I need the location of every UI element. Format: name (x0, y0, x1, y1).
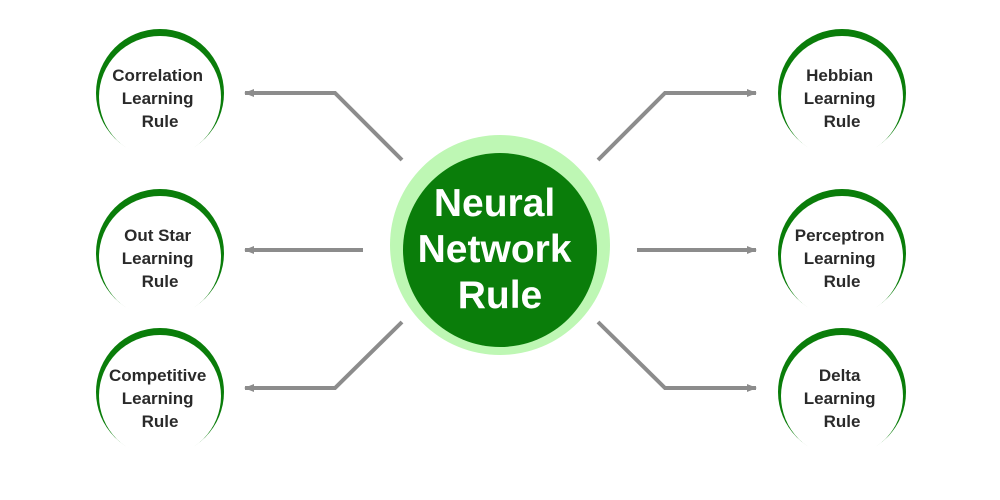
node-label-line-3: Rule (142, 412, 179, 431)
node-inner (781, 335, 903, 457)
node-label-line-1: Out Star (124, 226, 191, 245)
node-label: Delta Learning Rule (804, 366, 881, 431)
center-node-circle (403, 153, 597, 347)
node-label-line-3: Rule (142, 272, 179, 291)
center-label-line-1: Neural (434, 182, 555, 225)
node-label-line-1: Delta (819, 366, 861, 385)
node-label-line-2: Learning (122, 389, 194, 408)
node-label-line-2: Learning (804, 249, 876, 268)
node-label: Competitive Learning Rule (109, 366, 211, 431)
node-inner (99, 335, 221, 457)
node-label-line-3: Rule (824, 412, 861, 431)
arrow-to-competitive (244, 320, 404, 392)
node-inner (99, 196, 221, 318)
node-inner (781, 196, 903, 318)
node-label-line-1: Competitive (109, 366, 206, 385)
node-label-line-1: Perceptron (795, 226, 885, 245)
node-hebbian-learning-rule: Hebbian Learning Rule (778, 29, 906, 158)
node-label-line-2: Learning (804, 89, 876, 108)
node-label-line-3: Rule (824, 272, 861, 291)
node-perceptron-learning-rule: Perceptron Learning Rule (778, 189, 906, 318)
node-inner (99, 36, 221, 158)
node-label: Out Star Learning Rule (122, 226, 199, 291)
node-label: Perceptron Learning Rule (795, 226, 889, 291)
node-label-line-3: Rule (142, 112, 179, 131)
node-label-line-1: Correlation (112, 66, 203, 85)
node-correlation-learning-rule: Correlation Learning Rule (96, 29, 224, 158)
center-label-line-3: Rule (458, 274, 543, 317)
center-label-line-2: Network (418, 228, 572, 271)
node-competitive-learning-rule: Competitive Learning Rule (96, 328, 224, 457)
node-label-line-3: Rule (824, 112, 861, 131)
node-label-line-2: Learning (122, 89, 194, 108)
arrow-to-correlation (244, 89, 404, 162)
node-label-line-1: Hebbian (806, 66, 873, 85)
node-label-line-2: Learning (804, 389, 876, 408)
node-label-line-2: Learning (122, 249, 194, 268)
node-out-star-learning-rule: Out Star Learning Rule (96, 189, 224, 318)
node-delta-learning-rule: Delta Learning Rule (778, 328, 906, 457)
node-label: Hebbian Learning Rule (804, 66, 881, 131)
node-inner (781, 36, 903, 158)
node-label: Correlation Learning Rule (112, 66, 207, 131)
center-node-label: Neural Network Rule (418, 182, 583, 317)
center-node: Neural Network Rule (390, 135, 610, 355)
connectors (244, 89, 757, 392)
arrow-to-hebbian (596, 89, 757, 162)
arrow-to-delta (596, 320, 757, 392)
